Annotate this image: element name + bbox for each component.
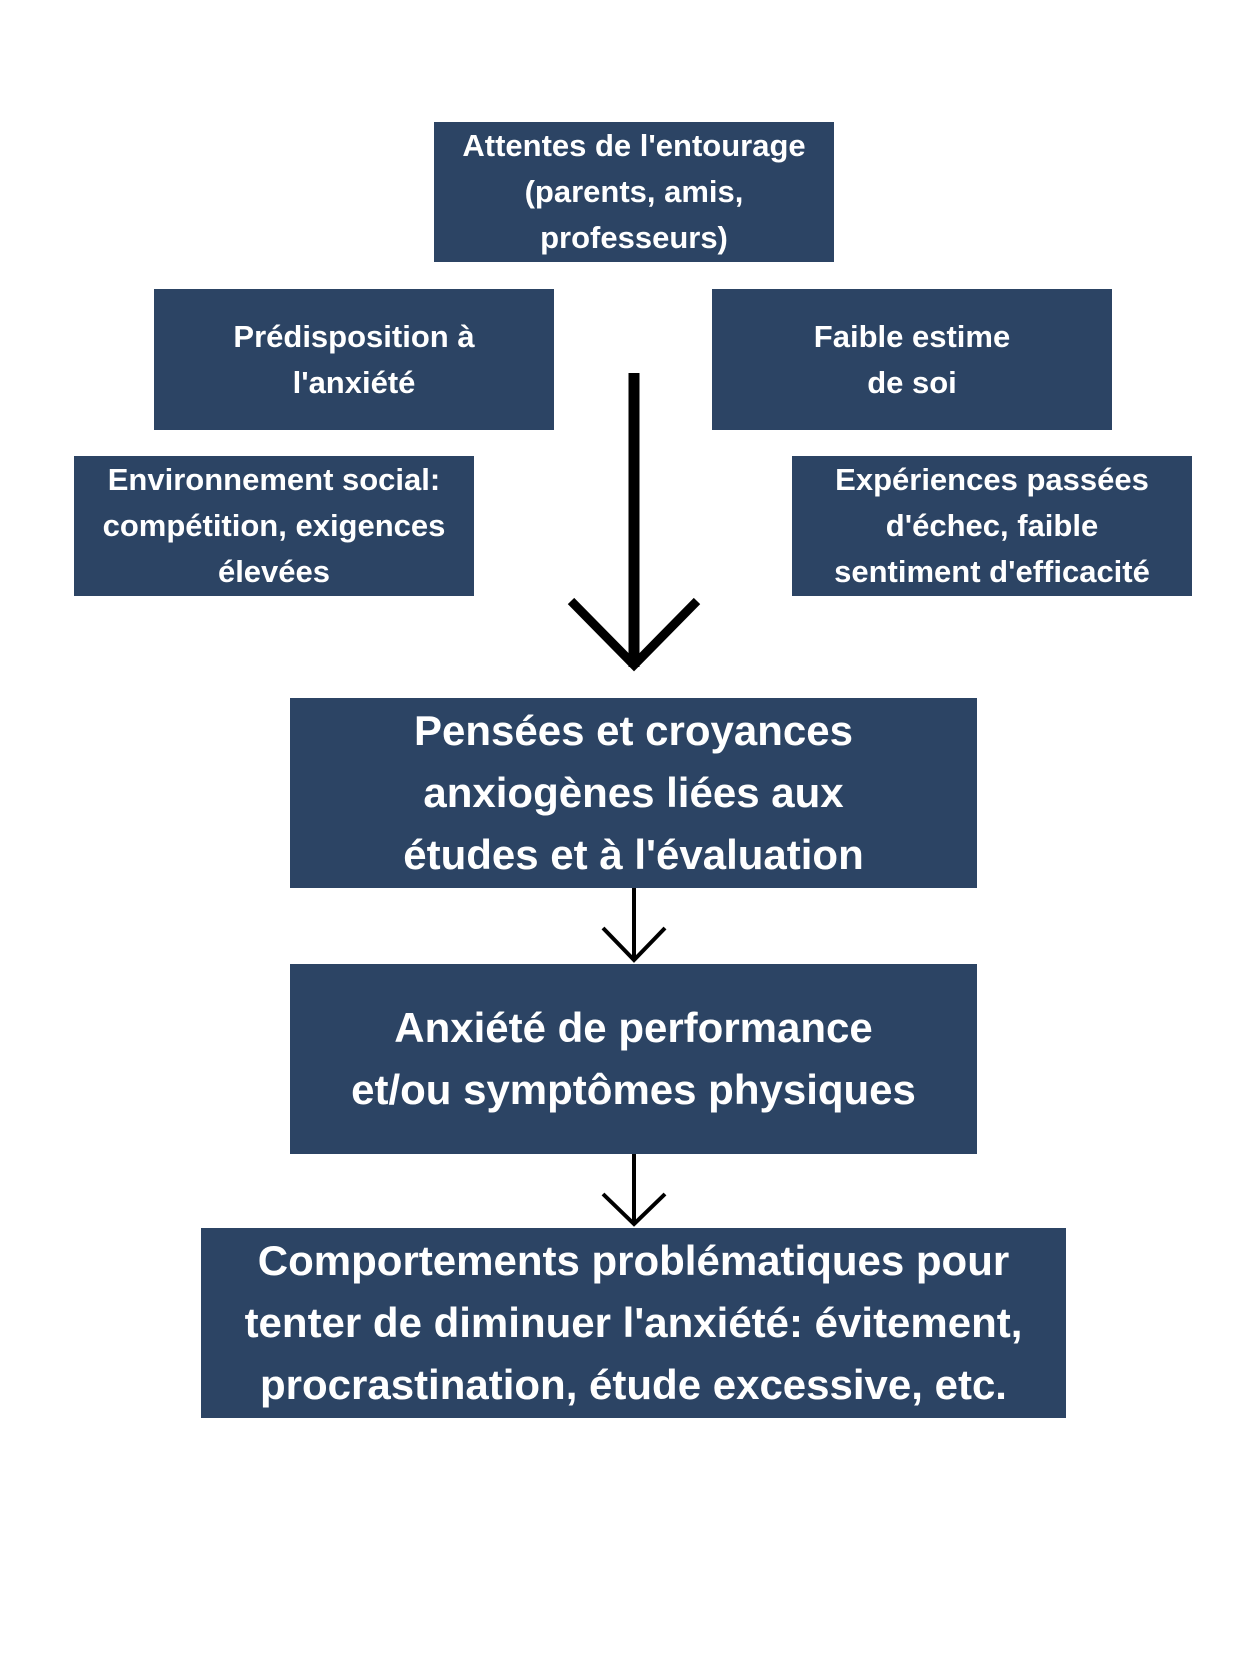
factor-box-attentes: Attentes de l'entourage (parents, amis, … <box>434 122 834 262</box>
factor-box-experiences: Expériences passées d'échec, faible sent… <box>792 456 1192 596</box>
main-arrow <box>567 373 701 672</box>
chain-box-comportements: Comportements problématiques pour tenter… <box>201 1228 1066 1418</box>
factor-box-environnement: Environnement social: compétition, exige… <box>74 456 474 596</box>
arrow-anxiete-to-comportements <box>601 1154 667 1227</box>
chain-box-pensees: Pensées et croyances anxiogènes liées au… <box>290 698 977 888</box>
arrow-pensees-to-anxiete <box>601 888 667 963</box>
factor-box-predisposition: Prédisposition à l'anxiété <box>154 289 554 430</box>
chain-box-anxiete: Anxiété de performance et/ou symptômes p… <box>290 964 977 1154</box>
factor-box-estime: Faible estime de soi <box>712 289 1112 430</box>
